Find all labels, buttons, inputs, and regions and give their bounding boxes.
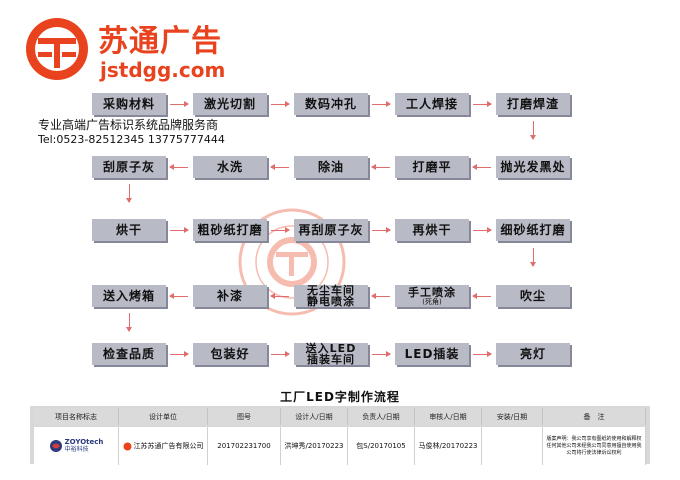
designer-cell: 洪坤秀/20170223	[280, 425, 348, 465]
arrow-left	[371, 164, 390, 170]
header-reviewer: 审核人/日期	[414, 408, 482, 426]
step-pack: 包装好	[193, 343, 267, 365]
step-purchase-materials: 采购材料	[92, 93, 166, 115]
arrow-left	[270, 293, 289, 299]
zoyotech-logo-icon	[49, 440, 62, 452]
arrow-left	[371, 293, 390, 299]
diagram-title: 工厂LED字制作流程	[280, 390, 400, 404]
step-putty-again: 再刮原子灰	[294, 219, 368, 241]
step-note: (死角)	[422, 297, 442, 306]
step-sand-flat: 打磨平	[395, 156, 469, 178]
phone-number: Tel:0523-82512345 13775777444	[38, 133, 225, 146]
arrow-right	[372, 227, 391, 233]
step-putty: 刮原子灰	[92, 156, 166, 178]
step-label-line2: 插装车间	[307, 353, 355, 366]
arrow-right	[473, 227, 492, 233]
arrow-down	[126, 184, 132, 203]
arrow-right	[271, 101, 290, 107]
company-seal-icon	[238, 208, 346, 316]
step-hand-spray: 手工喷涂 (死角)	[395, 285, 469, 307]
arrow-right	[473, 351, 492, 357]
brand-name: 苏通广告	[98, 24, 222, 59]
arrow-left	[270, 164, 289, 170]
step-blow-dust: 吹尘	[496, 285, 570, 307]
step-led-insert: LED插装	[395, 343, 469, 365]
arrow-right	[372, 351, 391, 357]
st-small-logo-icon	[123, 442, 131, 450]
header-designer: 设计人/日期	[280, 408, 348, 426]
header-notes: 备 注	[542, 408, 646, 426]
step-fine-sand: 细砂纸打磨	[496, 219, 570, 241]
arrow-right	[170, 227, 189, 233]
arrow-right	[170, 101, 189, 107]
design-unit-cell: 江苏苏通广告有限公司	[118, 425, 208, 465]
slogan: 专业高端广告标识系统品牌服务商	[38, 118, 219, 132]
step-welding: 工人焊接	[395, 93, 469, 115]
title-block: 项目名称标志 设计单位 图号 设计人/日期 负责人/日期 审核人/日期 安装/日…	[30, 406, 650, 465]
arrow-down	[530, 121, 536, 140]
step-send-oven: 送入烤箱	[92, 285, 166, 307]
arrow-right	[271, 351, 290, 357]
step-water-wash: 水洗	[193, 156, 267, 178]
drawing-no-cell: 201702231700	[207, 425, 281, 465]
step-bake-again: 再烘干	[395, 219, 469, 241]
step-degrease: 除油	[294, 156, 368, 178]
header-drawing-no: 图号	[207, 408, 281, 426]
step-touch-up-paint: 补漆	[193, 285, 267, 307]
notes-cell: 版案声明：我公司享有图纸的使用和解释权 任何其他公司未经我公司同意用擅自使用我公…	[542, 425, 646, 465]
step-dust-free-spray: 无尘车间 静电喷涂	[294, 285, 368, 307]
arrow-left	[472, 164, 491, 170]
step-label-line2: 静电喷涂	[307, 295, 355, 308]
step-label: 手工喷涂	[408, 285, 456, 299]
step-coarse-sand: 粗砂纸打磨	[193, 219, 267, 241]
step-laser-cutting: 激光切割	[193, 93, 267, 115]
st-logo-icon	[26, 18, 88, 80]
reviewer-cell: 马俊林/20170223	[414, 425, 482, 465]
step-polish-blacken: 抛光发黑处	[496, 156, 570, 178]
install-cell	[481, 425, 543, 465]
client-logo-en: ZOYOtech	[64, 438, 104, 446]
manager-cell: 包S/20170105	[347, 425, 415, 465]
step-quality-check: 检查品质	[92, 343, 166, 365]
client-logo-cn: 中裕科技	[64, 446, 89, 453]
header-manager: 负责人/日期	[347, 408, 415, 426]
arrow-left	[169, 164, 188, 170]
arrow-left	[472, 293, 491, 299]
design-unit-name: 江苏苏通广告有限公司	[133, 442, 204, 450]
arrow-left	[169, 293, 188, 299]
step-cnc-punching: 数码冲孔	[294, 93, 368, 115]
arrow-down	[126, 313, 132, 332]
header-design-unit: 设计单位	[118, 408, 208, 426]
step-light-up: 亮灯	[496, 343, 570, 365]
step-send-led-workshop: 送入LED 插装车间	[294, 343, 368, 365]
brand-url: jstdgg.com	[100, 58, 226, 82]
arrow-right	[473, 101, 492, 107]
step-label-line1: 无尘车间	[307, 284, 355, 297]
step-bake-dry: 烘干	[92, 219, 166, 241]
arrow-right	[271, 227, 290, 233]
client-logo-cell: ZOYOtech 中裕科技	[34, 425, 119, 465]
step-label-line1: 送入LED	[305, 342, 357, 355]
step-grind-weld: 打磨焊渣	[496, 93, 570, 115]
arrow-right	[372, 101, 391, 107]
arrow-right	[170, 351, 189, 357]
header-project: 项目名称标志	[34, 408, 119, 426]
header-install: 安装/日期	[481, 408, 543, 426]
arrow-down	[530, 248, 536, 267]
brand-header: 苏通广告 jstdgg.com 专业高端广告标识系统品牌服务商 Tel:0523…	[18, 12, 254, 146]
